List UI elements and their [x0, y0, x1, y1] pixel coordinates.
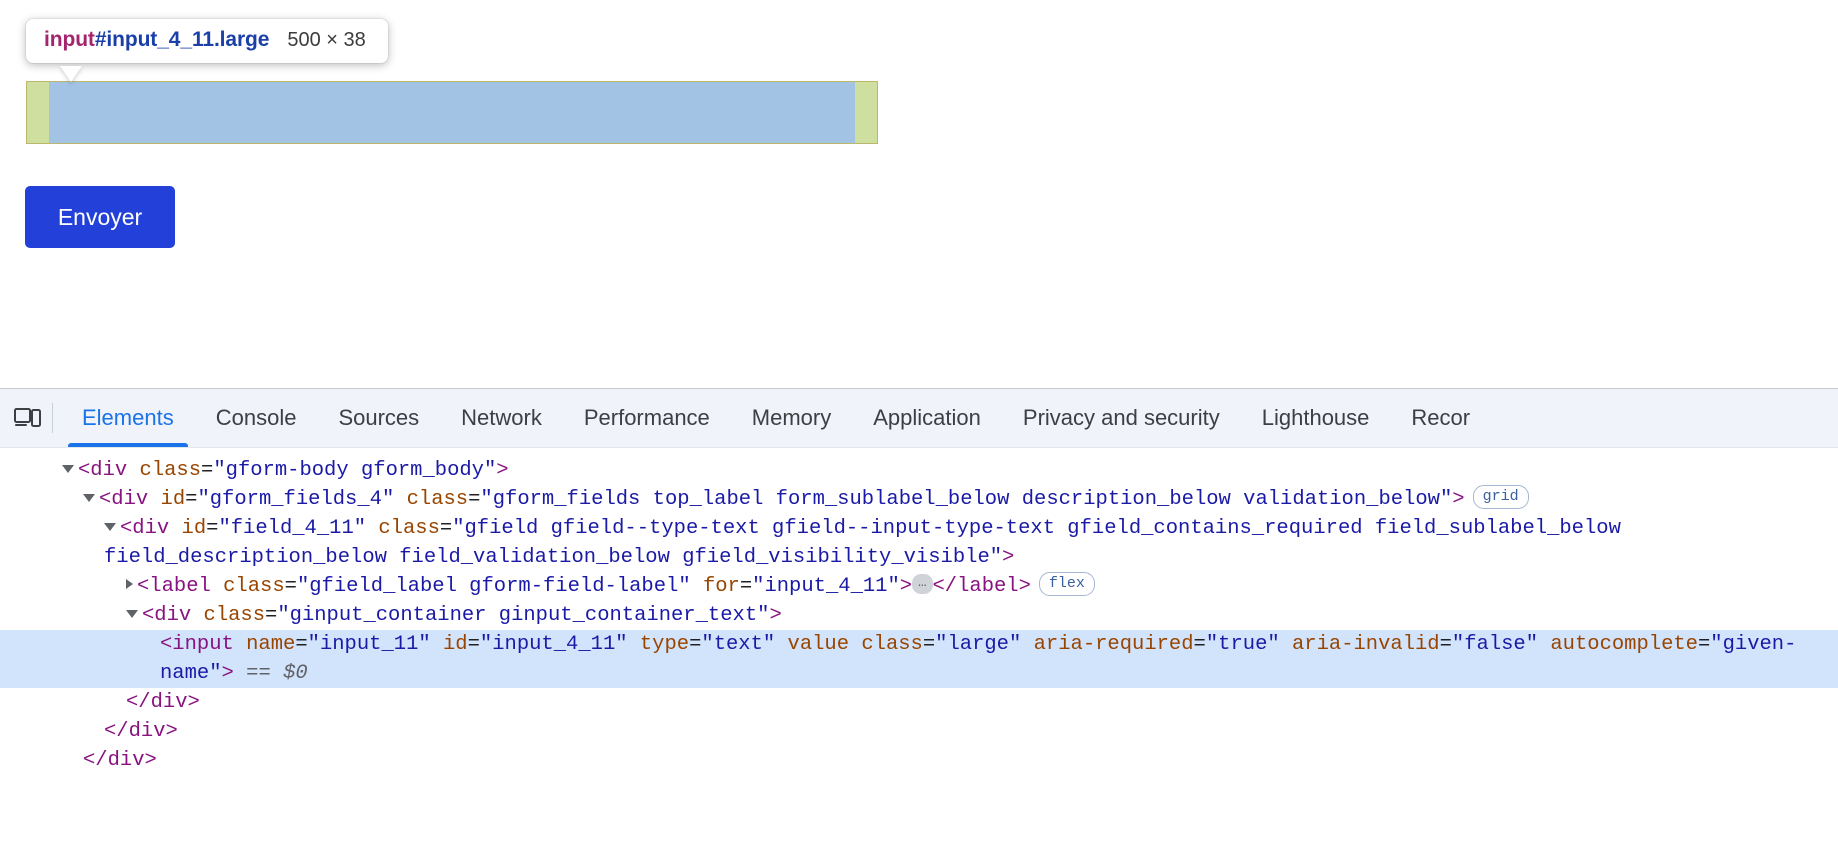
- submit-button[interactable]: Envoyer: [25, 186, 175, 248]
- device-toolbar-icon[interactable]: [4, 396, 50, 440]
- tab-memory[interactable]: Memory: [751, 405, 832, 430]
- tab-elements[interactable]: Elements: [61, 389, 195, 447]
- twisty-icon[interactable]: [126, 578, 133, 589]
- tabbar-divider: [52, 403, 53, 433]
- dom-node-close-div-1[interactable]: </div>: [126, 691, 200, 714]
- devtools-tabbar: Elements Console Sources Network Perform…: [0, 389, 1838, 448]
- tab-recorder[interactable]: Recor: [1411, 405, 1471, 430]
- highlight-padding-left: [27, 82, 49, 143]
- tab-sources[interactable]: Sources: [338, 405, 420, 430]
- tooltip-arrow-icon: [60, 66, 82, 82]
- dom-node-close-div-2[interactable]: </div>: [104, 720, 178, 743]
- grid-badge[interactable]: grid: [1472, 484, 1529, 509]
- tooltip-dimensions: 500 × 38: [287, 29, 366, 51]
- tab-network[interactable]: Network: [461, 405, 542, 430]
- flex-badge[interactable]: flex: [1038, 571, 1095, 596]
- devtools-panel: Elements Console Sources Network Perform…: [0, 388, 1838, 843]
- dom-node-gform-fields-4[interactable]: <div id="gform_fields_4" class="gform_fi…: [0, 484, 1838, 514]
- dom-node-close-div-3[interactable]: </div>: [83, 749, 157, 772]
- dom-node-label[interactable]: <label class="gfield_label gform-field-l…: [0, 571, 1838, 601]
- expand-ellipsis-button[interactable]: …: [912, 573, 933, 594]
- dom-node-ginput-container[interactable]: <div class="ginput_container ginput_cont…: [0, 601, 1838, 630]
- element-highlight-box: [26, 81, 878, 144]
- tab-privacy-and-security[interactable]: Privacy and security: [1022, 405, 1220, 430]
- tab-console[interactable]: Console: [215, 405, 297, 430]
- tooltip-tag-name: input: [44, 28, 95, 51]
- tab-performance[interactable]: Performance: [583, 405, 710, 430]
- web-page-viewport: input#input_4_11.large 500 × 38 Envoyer: [0, 0, 1838, 388]
- dom-node-gform-body[interactable]: <div class="gform-body gform_body">: [0, 456, 1838, 485]
- dom-node-field-4-11[interactable]: <div id="field_4_11" class="gfield gfiel…: [104, 517, 1621, 569]
- tab-application[interactable]: Application: [873, 405, 981, 430]
- tooltip-selector: #input_4_11.large: [94, 28, 270, 51]
- twisty-icon[interactable]: [126, 609, 138, 618]
- twisty-icon[interactable]: [83, 493, 95, 502]
- selected-node-marker: ==: [246, 662, 271, 685]
- twisty-icon[interactable]: [104, 522, 116, 531]
- highlight-padding-right: [855, 82, 877, 143]
- highlight-content-area: [49, 82, 855, 143]
- console-ref: $0: [283, 662, 308, 685]
- inspector-tooltip: input#input_4_11.large 500 × 38: [26, 19, 388, 63]
- dom-tree: <div class="gform-body gform_body"> <div…: [0, 448, 1838, 775]
- tab-lighthouse[interactable]: Lighthouse: [1261, 405, 1370, 430]
- dom-node-input-selected[interactable]: <input name="input_11" id="input_4_11" t…: [0, 630, 1838, 688]
- twisty-icon[interactable]: [62, 464, 74, 473]
